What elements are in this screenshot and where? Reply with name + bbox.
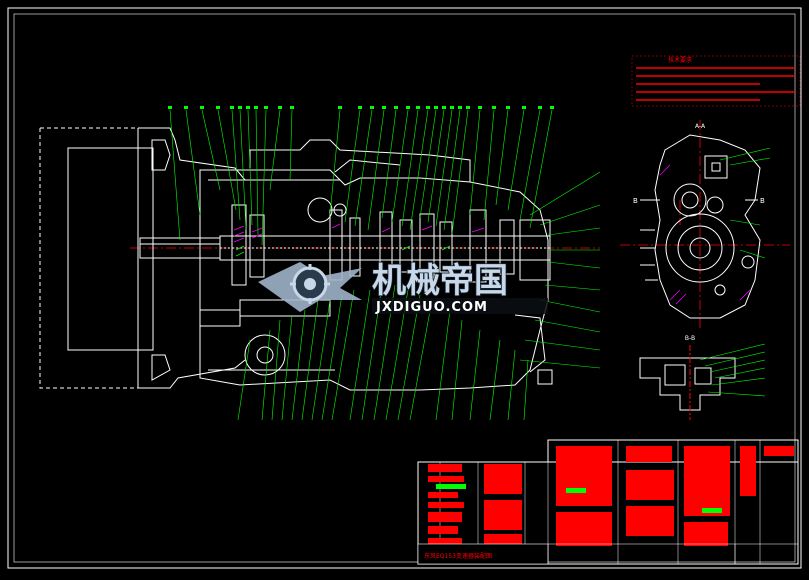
watermark-cn: 机械帝国: [372, 261, 508, 301]
drawing-frame: [7, 7, 802, 569]
section-view-aa: A-A B B: [633, 123, 771, 319]
technical-notes: 技术要求: [631, 55, 801, 107]
section-label-aa: A-A: [695, 123, 706, 130]
section-label-bb: B-B: [685, 335, 695, 342]
section-cut-b-left: B: [633, 197, 638, 205]
parts-list-table: 东风EQ153变速器装配图: [417, 439, 799, 565]
leader-lines: [169, 109, 601, 421]
balloon-ticks: [168, 106, 554, 109]
notes-title: 技术要求: [668, 56, 692, 64]
main-section-view: [39, 127, 553, 391]
section-view-bb: B-B: [639, 335, 766, 420]
watermark-en: JXDIGUO.COM: [375, 300, 488, 315]
title-block-text: 东风EQ153变速器装配图: [424, 552, 492, 560]
section-cut-b-right: B: [760, 197, 765, 205]
watermark: 机械帝国 JXDIGUO.COM: [258, 260, 548, 315]
watermark-logo-icon: [258, 262, 362, 312]
